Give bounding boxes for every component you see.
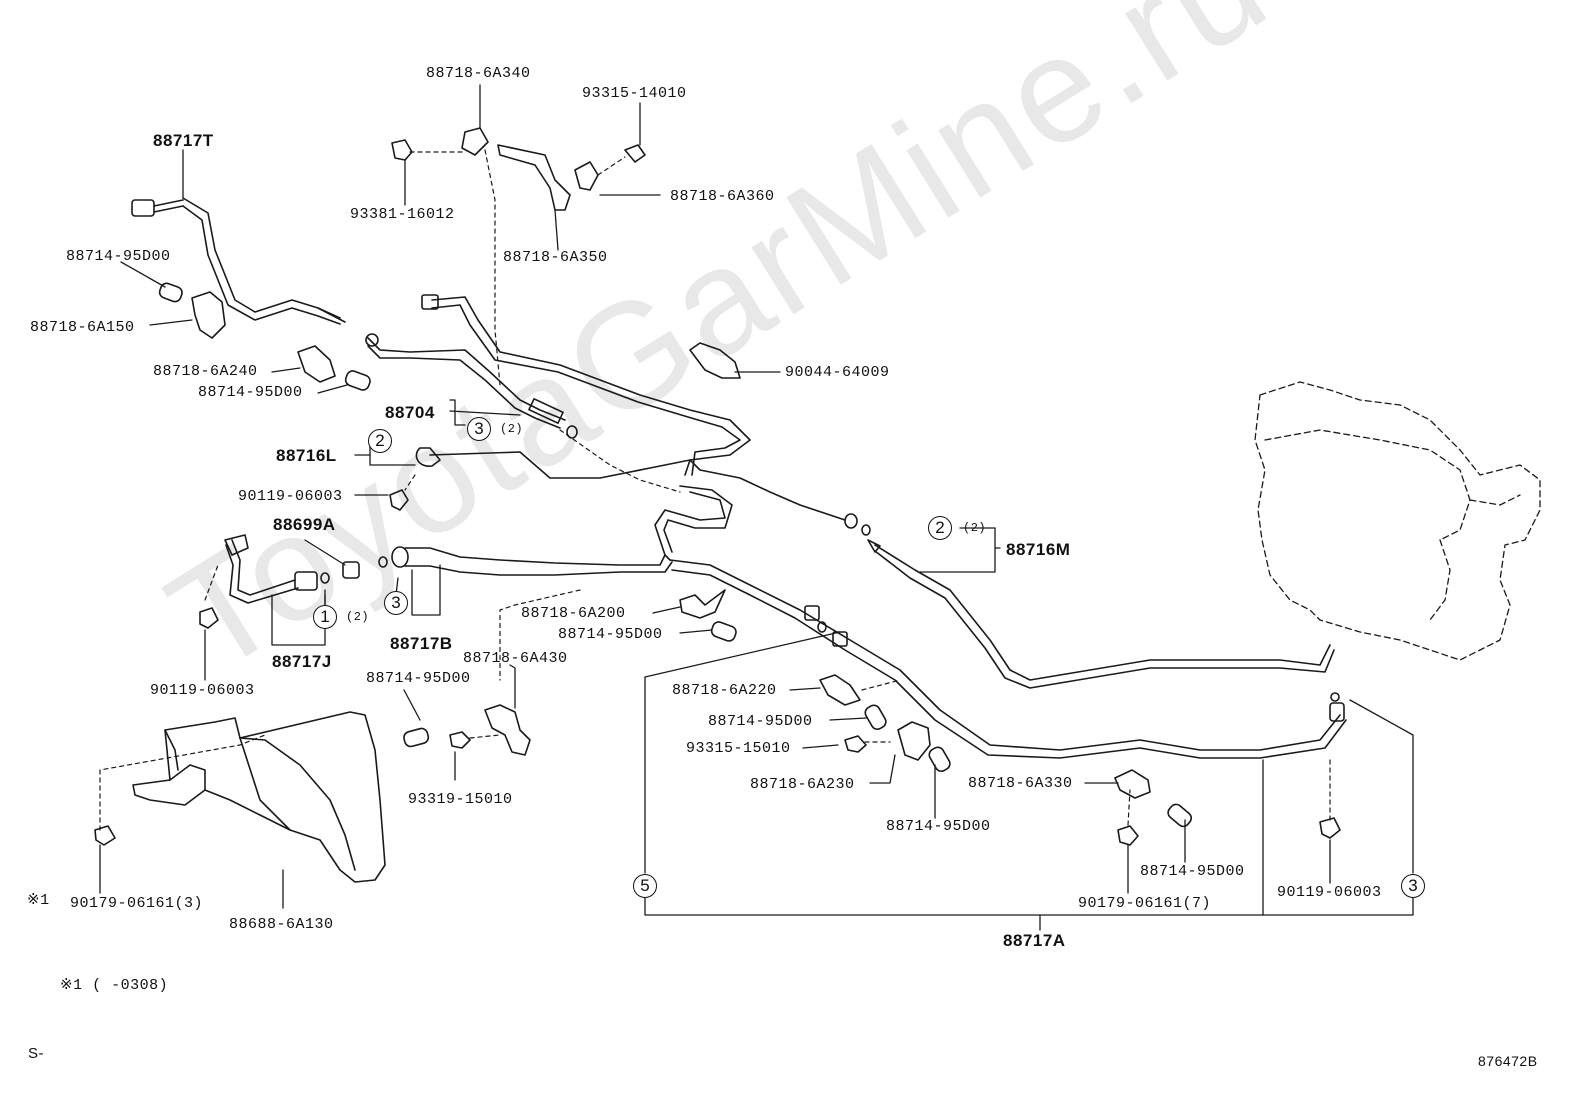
part-label-88718-6A330: 88718-6A330 xyxy=(968,775,1073,792)
part-label-88717J: 88717J xyxy=(272,652,332,671)
part-label-88718-6A430: 88718-6A430 xyxy=(463,650,568,667)
callout-5: 5 xyxy=(633,874,657,898)
part-label-88717T: 88717T xyxy=(153,131,214,150)
callout-3-mid: 3 xyxy=(467,417,491,441)
hose-88704 xyxy=(365,333,578,439)
heat-insulator xyxy=(132,711,386,883)
fuel-tank-outline xyxy=(1254,381,1541,661)
hose-88717B xyxy=(378,546,673,576)
part-label-90179-06161-3: 90179-06161(3) xyxy=(70,895,204,912)
part-label-93315-15010: 93315-15010 xyxy=(686,740,791,757)
part-label-88688-6A130: 88688-6A130 xyxy=(229,916,334,933)
applicability-note: ※1 ( -0308) xyxy=(60,977,169,994)
part-label-90119-06003-a: 90119-06003 xyxy=(238,488,343,505)
part-label-88699A: 88699A xyxy=(273,515,336,534)
part-label-90044-64009: 90044-64009 xyxy=(785,364,890,381)
hose-88717T xyxy=(131,197,346,325)
part-label-90179-06161-7: 90179-06161(7) xyxy=(1078,895,1212,912)
part-label-90119-06003-c: 90119-06003 xyxy=(1277,884,1382,901)
star-note-marker: ※1 xyxy=(27,892,50,909)
callout-3-b: 3 xyxy=(384,591,408,615)
part-label-88714-95D00-a: 88714-95D00 xyxy=(66,248,171,265)
callout-3-mid-qty: (2) xyxy=(500,422,524,436)
callout-2-right: 2 xyxy=(928,516,952,540)
part-label-88704: 88704 xyxy=(385,403,435,422)
part-label-88714-95D00-b: 88714-95D00 xyxy=(198,384,303,401)
part-label-93319-15010: 93319-15010 xyxy=(408,791,513,808)
part-label-88718-6A150: 88718-6A150 xyxy=(30,319,135,336)
callout-2-left: 2 xyxy=(368,429,392,453)
part-label-88717A: 88717A xyxy=(1003,931,1066,950)
callout-1-qty: (2) xyxy=(346,610,370,624)
part-label-88714-95D00-c: 88714-95D00 xyxy=(558,626,663,643)
footer-code: S- xyxy=(28,1045,44,1062)
part-label-88718-6A360: 88718-6A360 xyxy=(670,188,775,205)
part-label-88718-6A200: 88718-6A200 xyxy=(521,605,626,622)
part-label-88714-95D00-e: 88714-95D00 xyxy=(708,713,813,730)
pipe-loop xyxy=(654,485,733,561)
label-brackets xyxy=(99,84,1414,931)
callout-1: 1 xyxy=(313,605,337,629)
pipe-88716L xyxy=(415,447,846,521)
part-label-88717B: 88717B xyxy=(390,634,453,653)
pipe-88717A xyxy=(669,559,1347,759)
part-label-88716L: 88716L xyxy=(276,446,337,465)
pipe-upper xyxy=(421,294,751,476)
part-label-88716M: 88716M xyxy=(1006,540,1071,559)
clamp-parts xyxy=(94,127,1341,846)
part-label-93381-16012: 93381-16012 xyxy=(350,206,455,223)
diagram-id: 876472B xyxy=(1478,1053,1538,1069)
part-label-88718-6A350: 88718-6A350 xyxy=(503,249,608,266)
part-label-88718-6A240: 88718-6A240 xyxy=(153,363,258,380)
part-label-93315-14010: 93315-14010 xyxy=(582,85,687,102)
part-label-88718-6A230: 88718-6A230 xyxy=(750,776,855,793)
dashed-leaders xyxy=(99,149,1331,831)
callout-2-right-qty: (2) xyxy=(963,521,987,535)
part-label-88714-95D00-g: 88714-95D00 xyxy=(1140,863,1245,880)
part-label-88718-6A220: 88718-6A220 xyxy=(672,682,777,699)
pipe-88717J xyxy=(224,534,360,604)
part-label-88714-95D00-f: 88714-95D00 xyxy=(886,818,991,835)
part-label-88714-95D00-d: 88714-95D00 xyxy=(366,670,471,687)
part-label-90119-06003-b: 90119-06003 xyxy=(150,682,255,699)
pipe-88716M xyxy=(844,513,1335,689)
part-label-88718-6A340: 88718-6A340 xyxy=(426,65,531,82)
callout-3-right: 3 xyxy=(1401,874,1425,898)
